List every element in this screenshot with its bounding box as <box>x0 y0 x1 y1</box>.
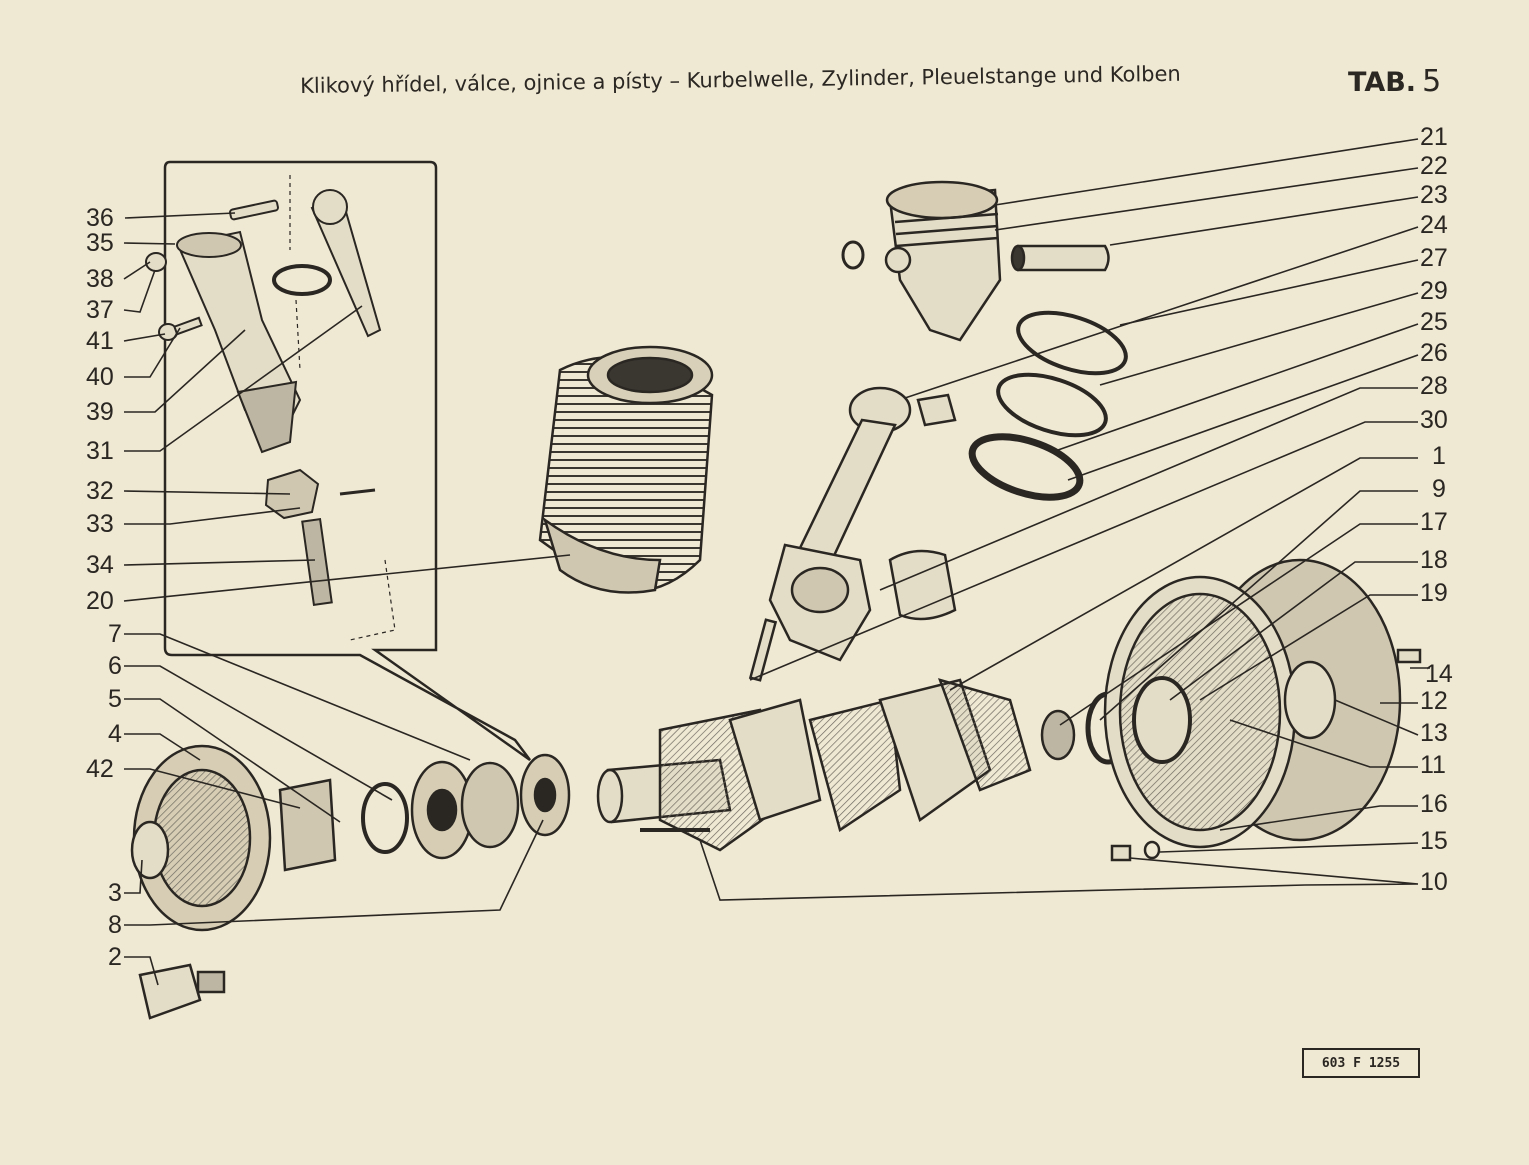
callout-right-11: 9 <box>1432 475 1446 503</box>
washer-3 <box>130 820 170 880</box>
nut-38 <box>145 252 167 272</box>
flange-13 <box>1283 660 1337 740</box>
web-5 <box>937 678 1032 792</box>
tab-text: TAB. <box>1348 67 1417 98</box>
oil-pump-group <box>145 175 396 641</box>
seal-ring <box>272 264 332 296</box>
dashed-guide <box>289 175 396 641</box>
callout-left-17: 3 <box>108 879 122 907</box>
callout-left-2: 38 <box>86 265 114 293</box>
screw-40 <box>173 316 203 336</box>
callout-left-12: 7 <box>108 620 122 648</box>
flywheel-hub <box>1132 676 1192 764</box>
leader-lines <box>123 138 1430 986</box>
callout-right-21: 10 <box>1420 868 1448 896</box>
table-number-label: TAB.5 <box>1348 64 1441 99</box>
callout-right-12: 17 <box>1420 508 1448 536</box>
callout-right-3: 24 <box>1420 211 1448 239</box>
piston-pin-23 <box>1012 244 1110 272</box>
callout-right-6: 25 <box>1420 308 1448 336</box>
gear-double <box>460 761 520 849</box>
callout-right-20: 15 <box>1420 827 1448 855</box>
callout-left-16: 42 <box>86 755 114 783</box>
circlip-21 <box>841 240 865 270</box>
pin-33 <box>339 488 376 496</box>
tab-number: 5 <box>1422 64 1442 99</box>
hub-42 <box>278 778 337 872</box>
piston-rings <box>968 310 1128 501</box>
callout-left-13: 6 <box>108 652 122 680</box>
bolt-15 <box>1110 844 1132 862</box>
bearing-shell-26 <box>888 549 957 621</box>
front-drive-group <box>130 744 571 1020</box>
pump-lower <box>236 380 298 454</box>
bushing-24 <box>916 393 957 427</box>
callout-left-10: 34 <box>86 551 114 579</box>
callout-right-17: 13 <box>1420 719 1448 747</box>
bolt-2 <box>196 970 226 994</box>
callout-right-15: 14 <box>1425 660 1453 688</box>
callout-right-5: 29 <box>1420 277 1448 305</box>
rod-bolt <box>748 618 778 682</box>
callout-left-1: 35 <box>86 229 114 257</box>
flywheel-group <box>1040 558 1422 862</box>
bolt-36 <box>229 199 279 221</box>
cylinder-20 <box>538 345 714 594</box>
piston-group <box>841 180 1110 342</box>
pump-top <box>176 232 242 258</box>
callout-left-3: 37 <box>86 296 114 324</box>
crankshaft-1 <box>596 678 1032 852</box>
callout-right-0: 21 <box>1420 123 1448 151</box>
callout-right-13: 18 <box>1420 546 1448 574</box>
web-2 <box>728 698 822 822</box>
callout-right-19: 16 <box>1420 790 1448 818</box>
callout-right-16: 12 <box>1420 687 1448 715</box>
callout-left-9: 33 <box>86 510 114 538</box>
ring-6 <box>361 782 409 854</box>
callout-left-19: 2 <box>108 943 122 971</box>
piston-crown <box>885 180 999 220</box>
washer-15 <box>1143 840 1161 860</box>
ring-27 <box>1016 310 1128 376</box>
callout-left-15: 4 <box>108 720 122 748</box>
pin-boss <box>884 246 912 274</box>
callout-left-6: 39 <box>86 398 114 426</box>
callout-right-14: 19 <box>1420 579 1448 607</box>
callout-left-18: 8 <box>108 911 122 939</box>
callout-right-10: 1 <box>1432 442 1446 470</box>
callout-left-0: 36 <box>86 204 114 232</box>
callout-left-7: 31 <box>86 437 114 465</box>
callout-left-11: 20 <box>86 587 114 615</box>
drawing-code-box: 603 F 1255 <box>1302 1048 1420 1078</box>
web-3 <box>808 698 902 833</box>
gear-32 <box>264 468 320 520</box>
bearing-16 <box>1040 709 1076 761</box>
callout-left-14: 5 <box>108 685 122 713</box>
callout-left-4: 41 <box>86 327 114 355</box>
callout-right-2: 23 <box>1420 181 1448 209</box>
callout-right-8: 28 <box>1420 372 1448 400</box>
callout-right-9: 30 <box>1420 406 1448 434</box>
shaft-cap <box>312 189 348 225</box>
callout-right-7: 26 <box>1420 339 1448 367</box>
callout-right-18: 11 <box>1420 751 1446 779</box>
callout-left-5: 40 <box>86 363 114 391</box>
callout-left-8: 32 <box>86 477 114 505</box>
connecting-rod <box>748 386 957 682</box>
rod-shank <box>798 418 897 562</box>
ring-grooves <box>894 212 999 248</box>
ring-25 <box>968 433 1084 501</box>
callout-right-1: 22 <box>1420 152 1448 180</box>
nut-2 <box>138 963 202 1020</box>
shaft-34 <box>301 518 333 606</box>
bolt-14 <box>1396 648 1422 664</box>
ring-29 <box>996 372 1108 438</box>
inset-frame <box>163 160 531 762</box>
callout-right-4: 27 <box>1420 244 1448 272</box>
